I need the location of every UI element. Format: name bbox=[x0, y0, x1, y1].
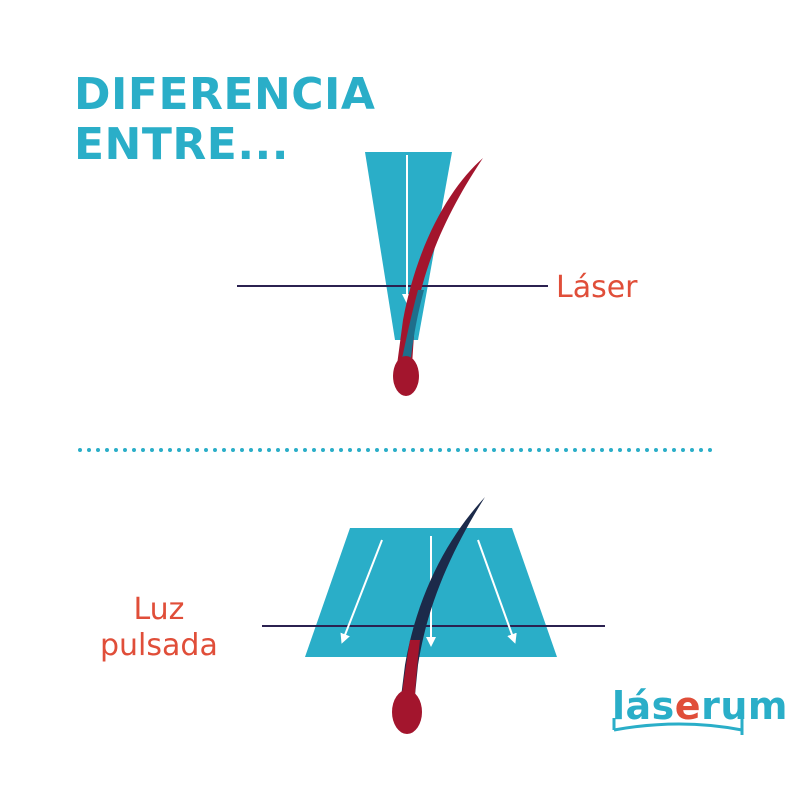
laser-diagram bbox=[237, 152, 548, 396]
brand-part-2: e bbox=[674, 684, 702, 728]
title-line-2: ENTRE... bbox=[74, 119, 289, 170]
label-pulsed-light-line-1: Luz bbox=[133, 592, 185, 627]
pulsed-light-diagram bbox=[262, 497, 605, 734]
pulsed-hair-bulb bbox=[392, 690, 422, 734]
laser-beam bbox=[365, 152, 452, 340]
pulsed-arrow-right bbox=[477, 539, 517, 644]
brand-logo: láserum bbox=[612, 684, 788, 728]
laser-hair-bulb bbox=[393, 356, 419, 396]
brand-part-1: lás bbox=[612, 684, 675, 728]
label-pulsed-light-line-2: pulsada bbox=[100, 628, 218, 663]
title: DIFERENCIA ENTRE... bbox=[74, 70, 375, 170]
brand-part-3: rum bbox=[701, 684, 788, 728]
title-line-1: DIFERENCIA bbox=[74, 69, 376, 120]
brand-swoosh bbox=[613, 722, 743, 732]
pulsed-arrow-left bbox=[340, 539, 383, 644]
label-laser: Láser bbox=[556, 270, 638, 305]
laser-hair-shaft-lower bbox=[400, 290, 424, 368]
label-pulsed-light: Luz pulsada bbox=[100, 592, 218, 664]
